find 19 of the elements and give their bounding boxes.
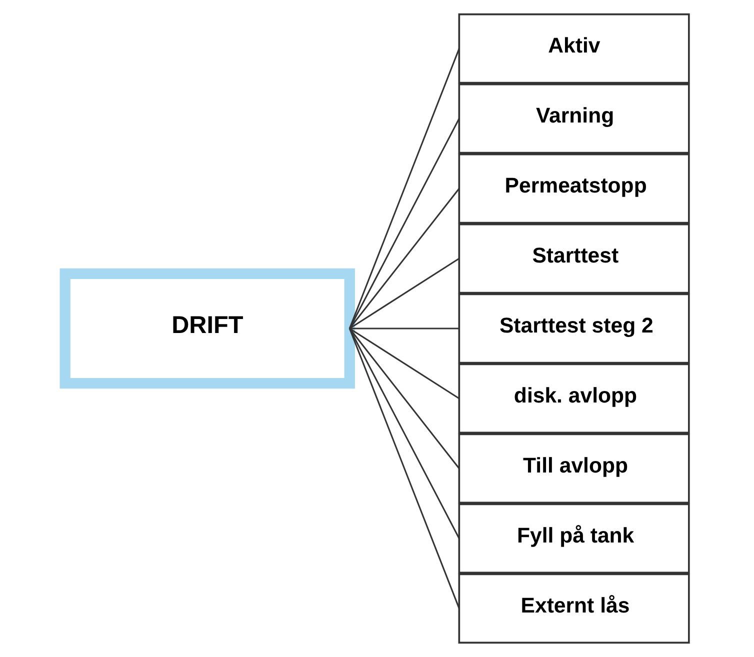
node-box: Externt lås: [458, 573, 690, 644]
connector: [348, 328, 460, 539]
node-box: Permeatstopp: [458, 153, 690, 224]
node-box: disk. avlopp: [458, 363, 690, 434]
connector: [349, 188, 460, 329]
connector: [349, 328, 460, 400]
connector: [349, 258, 460, 330]
connector: [349, 328, 460, 469]
node-box: Fyll på tank: [458, 503, 690, 574]
node-box: Starttest steg 2: [458, 293, 690, 364]
connector: [350, 328, 460, 330]
node-box: Aktiv: [458, 13, 690, 84]
node-box: Starttest: [458, 223, 690, 294]
connector: [348, 328, 460, 609]
connector: [348, 118, 460, 329]
node-box: Till avlopp: [458, 433, 690, 504]
connector: [348, 48, 460, 329]
node-box: Varning: [458, 83, 690, 154]
node-box: DRIFT: [60, 268, 355, 389]
